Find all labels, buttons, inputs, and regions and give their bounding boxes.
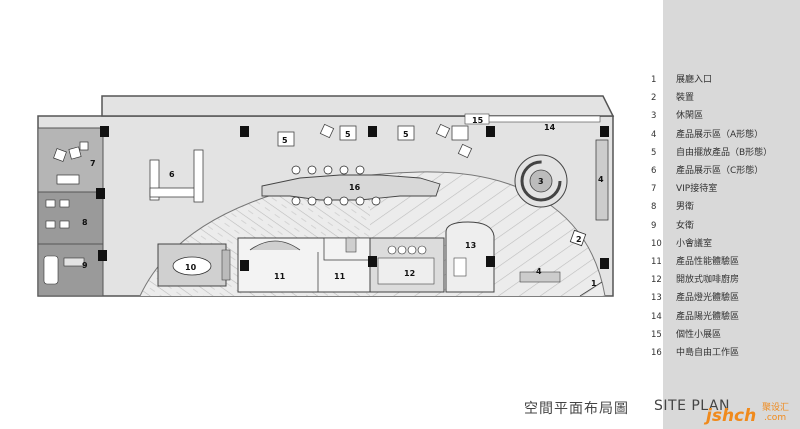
legend-item-number: 2	[651, 93, 657, 104]
island-workspace	[261, 174, 441, 201]
legend-item-label: 產品展示區（A形態）	[676, 129, 764, 140]
legend-item-number: 7	[651, 184, 657, 195]
legend-item-label: 產品性能體驗區	[676, 257, 740, 267]
arc-boundary	[139, 171, 606, 297]
legend-item-number: 9	[651, 220, 657, 231]
legend-item-label: 開放式咖啡廚房	[676, 275, 740, 286]
legend-panel	[663, 0, 800, 429]
legend-item-number: 12	[651, 275, 662, 286]
legend-item-label: 自由擺放產品（B形態）	[676, 147, 773, 158]
legend-item-label: 產品展示區（C形態）	[676, 166, 764, 176]
upper-wing	[101, 95, 615, 117]
legend-item-number: 11	[651, 257, 662, 267]
structural-columns	[96, 126, 609, 271]
legend-item-label: 個性小展區	[676, 329, 722, 340]
personal-display-frame	[464, 113, 490, 125]
legend-item-label: 男衛	[676, 202, 695, 213]
room-label-11a: 11	[274, 272, 286, 281]
watermark-domain: .com	[764, 413, 787, 423]
legend-item-label: 裝置	[676, 93, 695, 104]
room-label-4b: 4	[536, 267, 542, 276]
room-label-7: 7	[90, 159, 96, 168]
room-label-8: 8	[82, 218, 88, 227]
legend-item-number: 4	[651, 129, 657, 140]
site-watermark: jshch 聚设汇 .com	[706, 400, 796, 428]
legend-item-label: VIP接待室	[676, 184, 718, 195]
legend-item-number: 8	[651, 202, 657, 213]
room-label-3: 3	[538, 177, 544, 186]
watermark-cn: 聚设汇	[762, 403, 790, 413]
room-label-9: 9	[82, 261, 88, 270]
room-label-4a: 4	[598, 175, 604, 184]
floor-plan-drawing: 1 2 3 4 4 5 5 5 6 7 8 9 10 11 11 12 13 1…	[37, 95, 615, 297]
legend-item-number: 14	[651, 311, 662, 322]
legend-item-label: 中島自由工作區	[676, 348, 740, 358]
installation-marker	[569, 229, 587, 247]
sunlight-experience-strip	[469, 115, 601, 123]
legend-item-number: 10	[651, 238, 662, 249]
legend-item-number: 6	[651, 166, 657, 176]
legend-item-label: 產品陽光體驗區	[676, 311, 740, 322]
room-label-5a: 5	[282, 136, 288, 145]
room-label-15: 15	[472, 116, 484, 125]
floor-plan: 1 2 3 4 4 5 5 5 6 7 8 9 10 11 11 12 13 1…	[37, 95, 615, 297]
legend-item-label: 女衛	[676, 220, 695, 231]
room-label-6: 6	[169, 170, 175, 179]
legend-item-label: 產品燈光體驗區	[676, 293, 740, 304]
room-label-5c: 5	[403, 130, 409, 139]
legend-item-label: 小會議室	[676, 238, 713, 249]
room-label-12: 12	[404, 269, 415, 278]
room-label-5b: 5	[345, 130, 351, 139]
display-c-form	[149, 149, 204, 203]
room-label-1: 1	[591, 279, 597, 288]
room-label-13: 13	[465, 241, 476, 250]
legend-item-number: 13	[651, 293, 662, 304]
legend-item-number: 1	[651, 75, 657, 85]
legend-item-number: 5	[651, 147, 657, 158]
display-a-form-wall	[595, 139, 609, 221]
room-label-14: 14	[544, 123, 556, 132]
room-label-11b: 11	[334, 272, 346, 281]
room-label-2: 2	[576, 235, 582, 244]
plan-title-en: SITE PLAN	[654, 398, 730, 414]
watermark-latin: jshch	[706, 406, 757, 426]
legend-item-label: 展廳入口	[676, 75, 713, 85]
room-label-10: 10	[185, 263, 197, 272]
legend-item-label: 休閑區	[676, 111, 704, 122]
plan-title-cn: 空間平面布局圖	[524, 401, 629, 417]
room-label-16: 16	[349, 183, 361, 192]
legend-item-number: 15	[651, 329, 662, 340]
legend-item-number: 16	[651, 348, 662, 358]
legend-item-number: 3	[651, 111, 657, 122]
